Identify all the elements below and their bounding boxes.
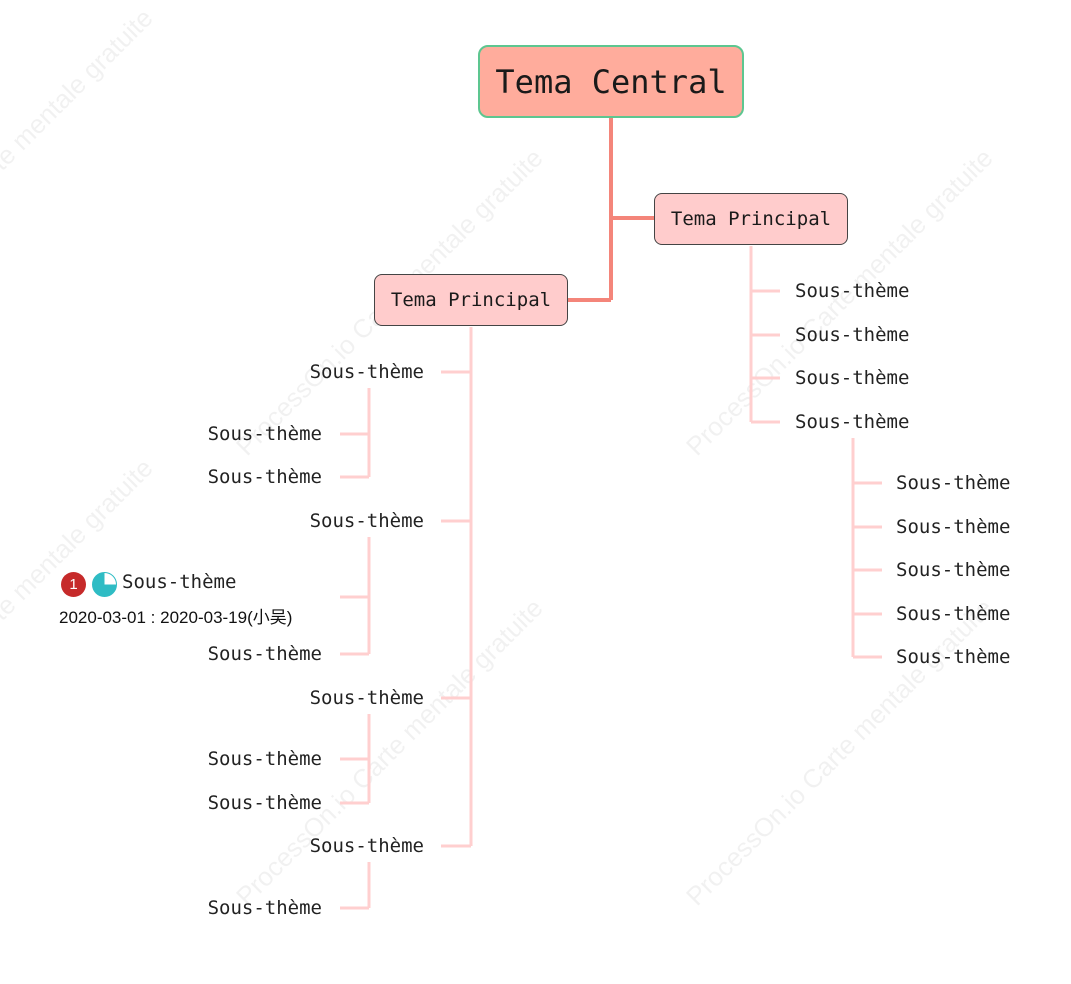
nested-subtopic[interactable]: Sous-thème	[207, 792, 322, 814]
nested-subtopic[interactable]: Sous-thème	[207, 423, 322, 445]
date-range-note: 2020-03-01 : 2020-03-19(小吴)	[59, 608, 293, 627]
main-topic-left[interactable]: Tema Principal	[374, 274, 568, 326]
subtopic[interactable]: Sous-thème	[309, 835, 424, 857]
nested-subtopic[interactable]: Sous-thème	[207, 643, 322, 665]
subtopic[interactable]: Sous-thème	[309, 361, 424, 383]
nested-subtopic[interactable]: Sous-thème	[896, 603, 1011, 625]
main-connectors	[568, 118, 654, 302]
subtopic[interactable]: Sous-thème	[795, 411, 910, 433]
nested-subtopic[interactable]: Sous-thème	[896, 646, 1011, 668]
main-topic-right[interactable]: Tema Principal	[654, 193, 848, 245]
nested-subtopic[interactable]: Sous-thème	[896, 472, 1011, 494]
marked-subtopic[interactable]: Sous-thème	[122, 571, 237, 593]
subtopic[interactable]: Sous-thème	[795, 367, 910, 389]
priority-1-icon[interactable]: 1	[61, 572, 86, 597]
subtopic[interactable]: Sous-thème	[795, 324, 910, 346]
sub-connectors	[340, 246, 882, 910]
nested-subtopic[interactable]: Sous-thème	[896, 559, 1011, 581]
subtopic[interactable]: Sous-thème	[795, 280, 910, 302]
nested-subtopic[interactable]: Sous-thème	[207, 897, 322, 919]
nested-subtopic[interactable]: Sous-thème	[207, 466, 322, 488]
nested-subtopic[interactable]: Sous-thème	[207, 748, 322, 770]
progress-75-icon[interactable]	[92, 572, 117, 597]
subtopic[interactable]: Sous-thème	[309, 510, 424, 532]
subtopic[interactable]: Sous-thème	[309, 687, 424, 709]
nested-subtopic[interactable]: Sous-thème	[896, 516, 1011, 538]
central-topic[interactable]: Tema Central	[478, 45, 744, 118]
